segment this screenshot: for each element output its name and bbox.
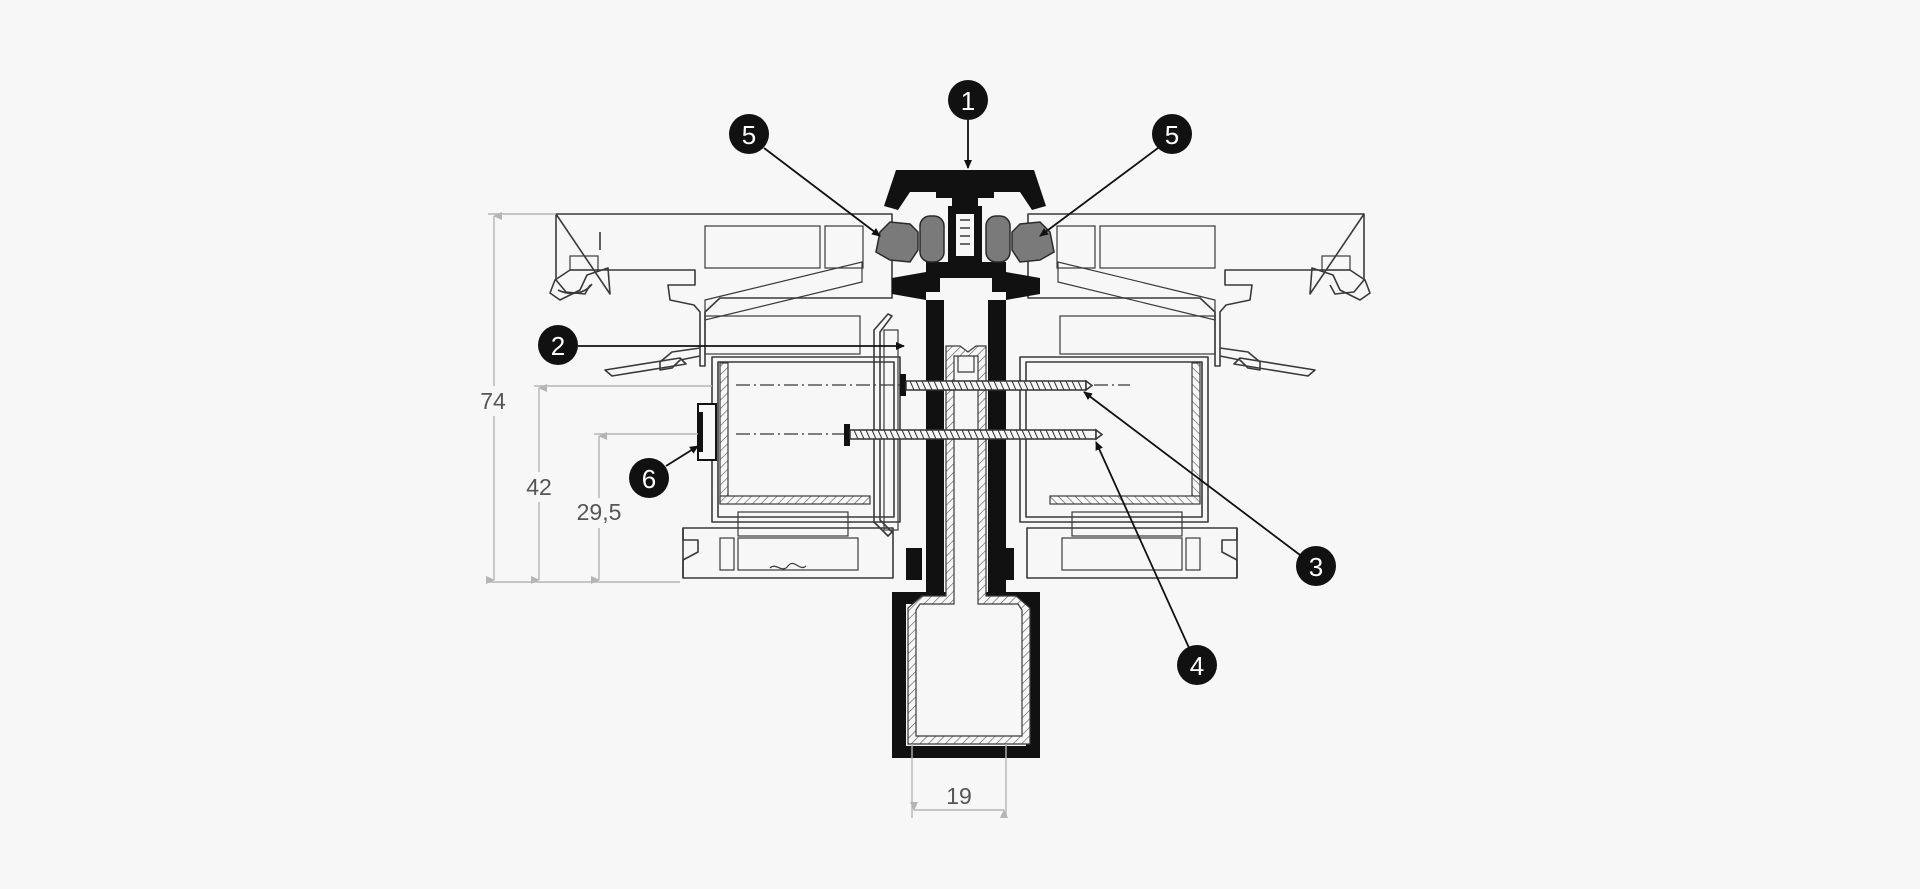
mullion-profile [884,170,1046,758]
svg-text:3: 3 [1309,552,1323,582]
dimension-overall-height: 74 [480,388,506,414]
callout-5-right: 5 [1152,114,1192,154]
callout-3: 3 [1296,546,1336,586]
screw-lower [736,424,1104,446]
callout-4: 4 [1177,645,1217,685]
svg-text:4: 4 [1190,651,1204,681]
dimension-screw-height: 29,5 [577,499,622,525]
callout-2: 2 [538,325,578,365]
svg-text:5: 5 [742,120,756,150]
end-cap [697,403,717,461]
svg-text:5: 5 [1165,120,1179,150]
dimension-mid-height: 42 [526,474,552,500]
right-frame-profile [998,213,1371,580]
svg-text:1: 1 [961,86,975,116]
leader-lines [578,120,1305,651]
callout-1: 1 [948,80,988,120]
top-gaskets [875,206,1055,263]
svg-text:6: 6 [642,464,656,494]
callout-5-left: 5 [729,114,769,154]
screw-upper [736,374,1130,396]
dimension-mullion-width: 19 [946,783,972,809]
callout-6: 6 [629,458,669,498]
svg-text:2: 2 [551,331,565,361]
